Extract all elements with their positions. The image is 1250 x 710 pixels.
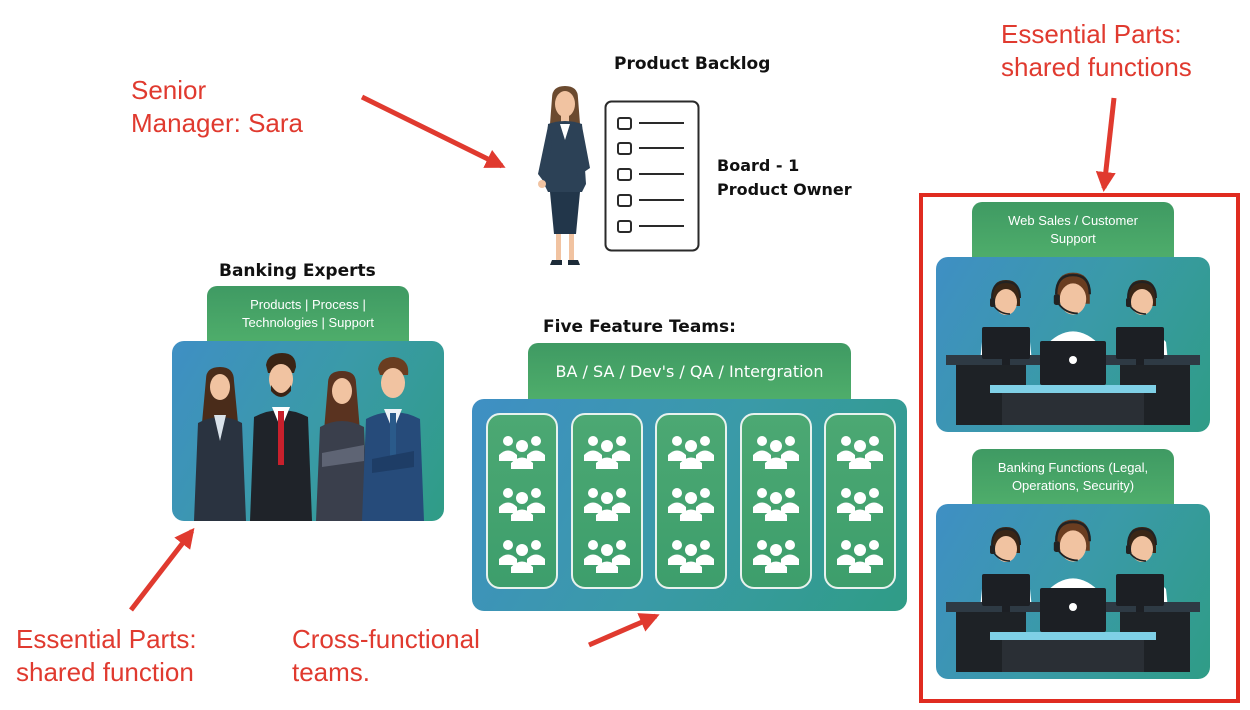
tab-line: Products | Process | xyxy=(250,297,366,312)
feature-team-column xyxy=(824,413,896,589)
shared-functions-highlight-box xyxy=(919,193,1240,703)
annotation-line: Cross-functional xyxy=(292,624,480,654)
team-group-icon xyxy=(573,535,641,587)
team-group-icon xyxy=(573,483,641,535)
banking-experts-panel xyxy=(172,341,444,521)
banking-functions-panel xyxy=(936,504,1210,679)
annotation-cross-functional: Cross-functional teams. xyxy=(292,623,480,689)
banking-function-agents-icon xyxy=(946,519,1200,672)
team-group-icon xyxy=(488,535,556,587)
team-group-icon xyxy=(826,483,894,535)
annotation-senior-manager: Senior Manager: Sara xyxy=(131,74,303,140)
annotation-essential-shared-function: Essential Parts: shared function xyxy=(16,623,197,689)
annotation-line: Manager: Sara xyxy=(131,108,303,138)
board-number: Board - 1 xyxy=(717,156,800,175)
web-sales-tab: Web Sales / Customer Support xyxy=(972,202,1174,260)
arrow-cross-functional xyxy=(588,613,660,648)
team-group-icon xyxy=(657,535,725,587)
customer-support-agents-icon xyxy=(946,272,1200,425)
board-owner: Product Owner xyxy=(717,180,852,199)
tab-line: Web Sales / Customer xyxy=(1008,213,1138,228)
annotation-line: teams. xyxy=(292,657,371,687)
banking-experts-title: Banking Experts xyxy=(219,261,376,281)
team-group-icon xyxy=(826,431,894,483)
annotation-line: Essential Parts: xyxy=(1001,19,1182,49)
product-backlog-title: Product Backlog xyxy=(614,54,771,74)
annotation-line: Senior xyxy=(131,75,207,105)
tab-line: Banking Functions (Legal, xyxy=(997,460,1149,475)
feature-teams-title: Five Feature Teams: xyxy=(543,317,736,337)
feature-teams-panel xyxy=(472,399,907,611)
arrow-senior-manager xyxy=(360,94,506,169)
feature-team-column xyxy=(486,413,558,589)
team-group-icon xyxy=(742,431,810,483)
arrow-essential-left xyxy=(129,527,195,612)
product-owner-woman-icon xyxy=(538,86,590,265)
feature-team-column xyxy=(655,413,727,589)
annotation-essential-shared-functions: Essential Parts: shared functions xyxy=(1001,18,1192,84)
backlog-checklist-icon xyxy=(604,100,700,252)
team-group-icon xyxy=(657,431,725,483)
arrow-essential-top xyxy=(1095,97,1117,192)
tab-line: Operations, Security) xyxy=(1011,478,1135,493)
tab-line: Support xyxy=(1050,231,1096,246)
annotation-line: shared function xyxy=(16,657,194,687)
feature-team-column xyxy=(739,413,812,589)
feature-team-column xyxy=(570,413,643,589)
team-group-icon xyxy=(826,535,894,587)
team-group-icon xyxy=(657,483,725,535)
banking-experts-group-icon xyxy=(194,353,424,521)
board-label: Board - 1 Product Owner xyxy=(717,154,852,202)
web-sales-panel xyxy=(936,257,1210,432)
tab-line: Technologies | Support xyxy=(241,315,375,330)
banking-functions-tab: Banking Functions (Legal, Operations, Se… xyxy=(972,449,1174,507)
annotation-line: Essential Parts: xyxy=(16,624,197,654)
team-group-icon xyxy=(488,483,556,535)
annotation-line: shared functions xyxy=(1001,52,1192,82)
banking-experts-tab: Products | Process | Technologies | Supp… xyxy=(207,286,409,344)
team-group-icon xyxy=(742,535,810,587)
team-group-icon xyxy=(742,483,810,535)
team-group-icon xyxy=(573,431,641,483)
feature-teams-tab: BA / SA / Dev's / QA / Intergration xyxy=(528,343,851,401)
team-group-icon xyxy=(488,431,556,483)
